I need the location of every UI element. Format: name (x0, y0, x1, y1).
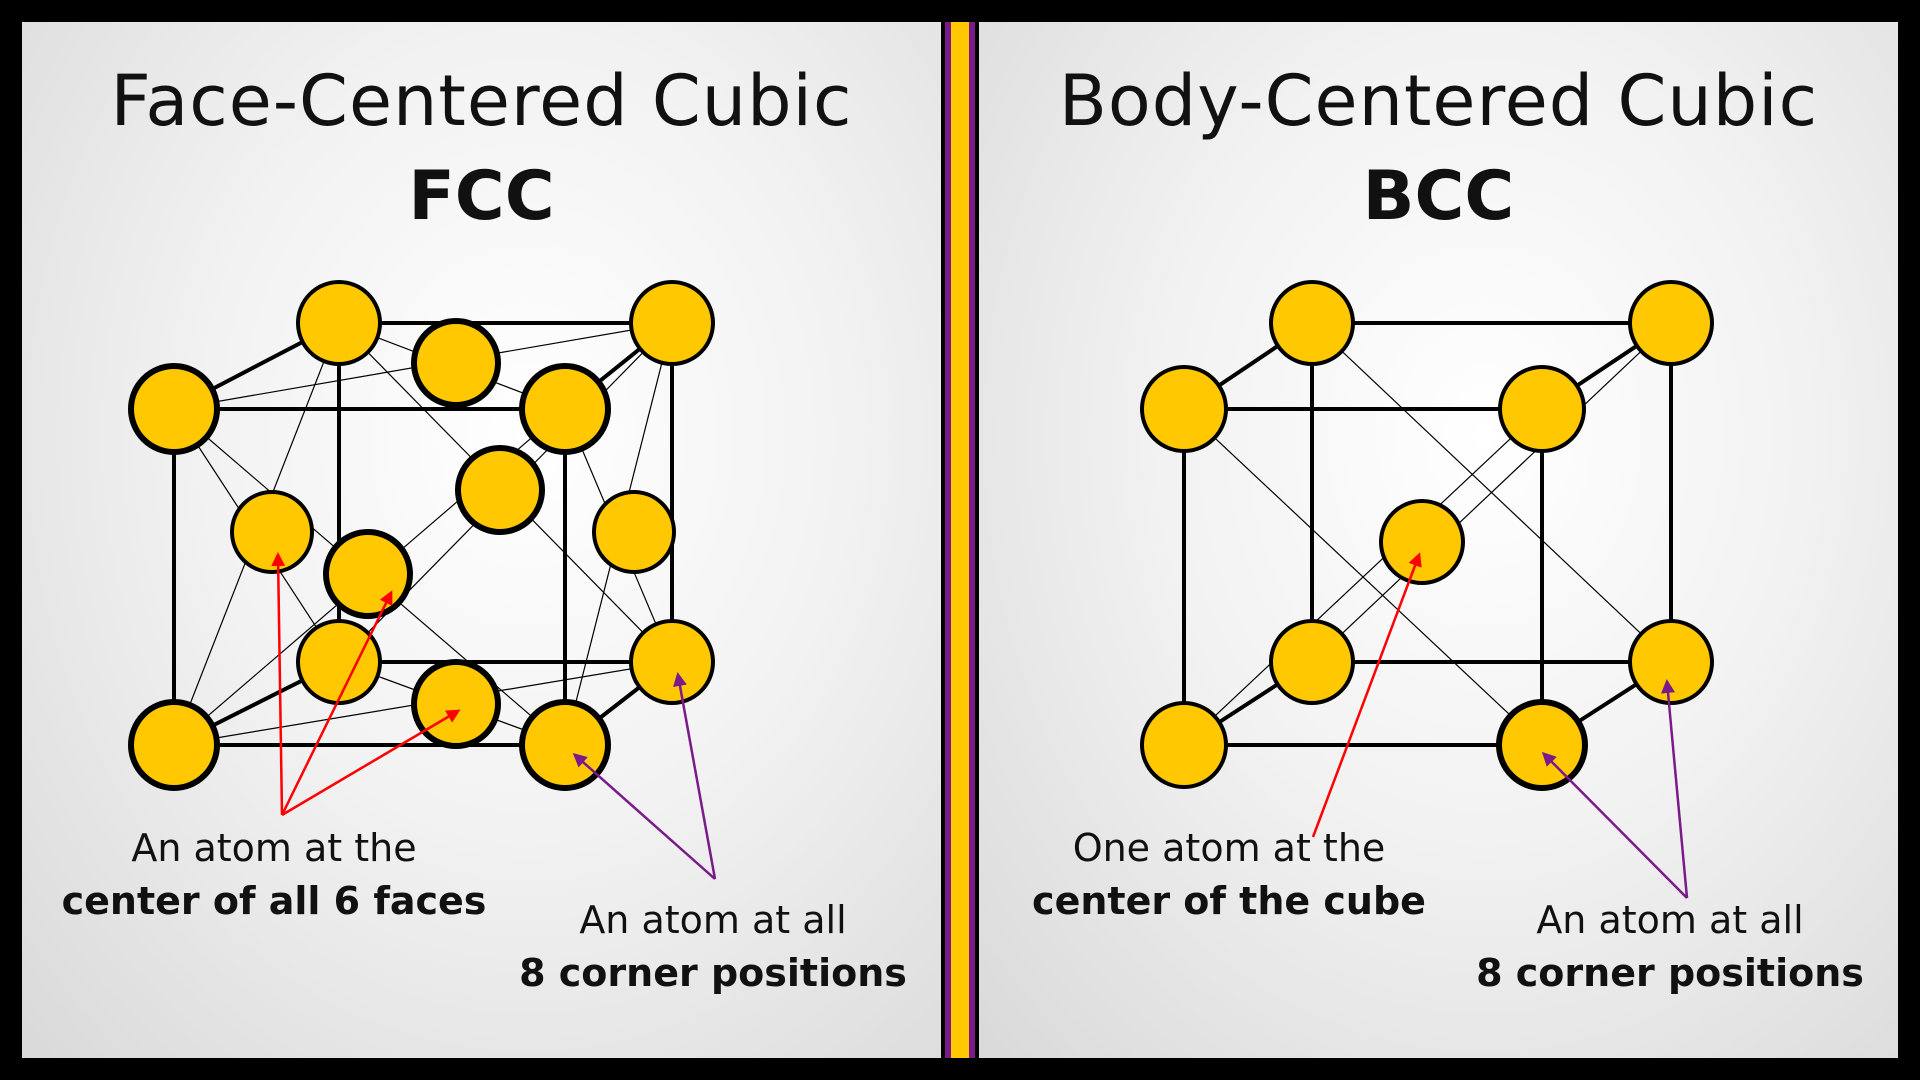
panel-divider-stripe (951, 22, 969, 1058)
bcc-corner-atom (1628, 619, 1714, 705)
fcc-corner-label-line2: 8 corner positions (519, 951, 907, 996)
bcc-corner-arrows (1541, 679, 1689, 899)
bcc-corner-atom (1140, 701, 1228, 789)
bcc-unit-cell-diagram (1140, 280, 1714, 899)
bcc-corner-atom (1498, 365, 1586, 453)
bcc-title: Body-Centered Cubic (1058, 60, 1819, 142)
bcc-corner-atom (1140, 365, 1228, 453)
fcc-face-atom (592, 490, 676, 574)
bcc-corner-atom (1628, 280, 1714, 366)
bcc-center-label-line1: One atom at the (1072, 826, 1386, 870)
bcc-body-diagonals (1183, 322, 1672, 746)
fcc-corner-atom (629, 280, 715, 366)
bcc-corner-atom (1269, 280, 1355, 366)
fcc-abbreviation: FCC (408, 157, 555, 236)
fcc-corner-atom (128, 363, 220, 455)
fcc-corner-label-line1: An atom at all (579, 898, 847, 942)
bcc-corner-atom (1496, 699, 1588, 791)
bcc-center-atom (1379, 499, 1465, 585)
bcc-corner-label-line1: An atom at all (1536, 898, 1804, 942)
fcc-corner-atom (296, 280, 382, 366)
fcc-face-atom (411, 318, 501, 408)
fcc-face-label-line2: center of all 6 faces (61, 879, 487, 924)
fcc-face-label: An atom at the center of all 6 faces (44, 822, 504, 928)
fcc-corner-atom (128, 699, 220, 791)
fcc-face-atom (230, 490, 314, 574)
bcc-center-label-line2: center of the cube (1032, 879, 1426, 924)
bcc-center-label: One atom at the center of the cube (1029, 822, 1429, 928)
bcc-corner-label: An atom at all 8 corner positions (1465, 894, 1875, 1000)
fcc-unit-cell-diagram (128, 280, 717, 880)
fcc-title: Face-Centered Cubic (110, 60, 853, 142)
panel-divider (945, 22, 975, 1058)
fcc-face-atom (455, 445, 545, 535)
bcc-abbreviation: BCC (1362, 157, 1515, 236)
fcc-corner-label: An atom at all 8 corner positions (508, 894, 918, 1000)
fcc-panel: Face-Centered Cubic FCC (22, 22, 941, 1058)
fcc-corner-atom (519, 699, 611, 791)
fcc-corner-atom (629, 619, 715, 705)
fcc-face-atom (411, 659, 501, 749)
fcc-corner-atom (519, 363, 611, 455)
bcc-center-arrow (1311, 552, 1422, 838)
bcc-corner-label-line2: 8 corner positions (1476, 951, 1864, 996)
bcc-corner-atom (1269, 619, 1355, 705)
bcc-panel: Body-Centered Cubic BCC (979, 22, 1898, 1058)
fcc-face-arrows (271, 552, 461, 817)
fcc-face-label-line1: An atom at the (131, 826, 417, 870)
fcc-corner-arrows (572, 672, 717, 880)
fcc-corner-atom (296, 619, 382, 705)
bcc-atoms (1140, 280, 1714, 791)
fcc-face-atom (323, 529, 413, 619)
